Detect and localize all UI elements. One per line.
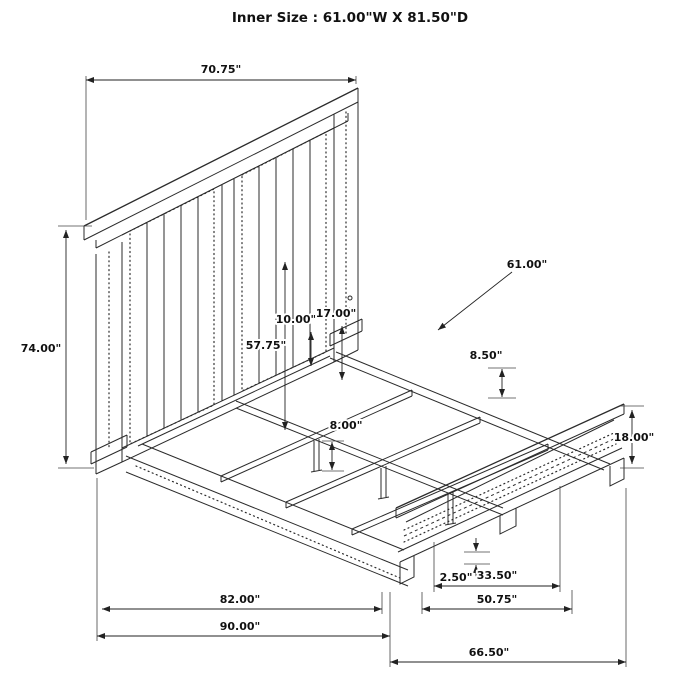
dimension-footboard-section: 50.75" (421, 590, 573, 614)
dim-label-deck-height-b: 17.00" (316, 307, 357, 320)
dim-label-deck-height-a: 10.00" (276, 313, 317, 326)
dimension-overall-width: 66.50" (390, 488, 627, 667)
dimension-inner-width: 61.00" (437, 256, 549, 331)
dimension-leg-height: 8.00" (322, 417, 364, 472)
dim-label-panel-height: 57.75" (246, 339, 287, 352)
dim-label-footboard-section: 50.75" (477, 593, 518, 606)
dim-label-foot-trim: 2.50" (440, 571, 473, 584)
dim-label-footboard-height: 18.00" (614, 431, 655, 444)
headboard-left-post (90, 242, 128, 475)
dimension-headboard-height: 74.00" (19, 225, 94, 469)
dimension-rail-length: 82.00" (96, 478, 383, 641)
dimension-footboard-panel: 33.50" (433, 486, 561, 592)
dim-label-footboard-panel: 33.50" (477, 569, 518, 582)
slat (285, 416, 481, 509)
footboard (395, 403, 625, 585)
dim-label-headboard-height: 74.00" (21, 342, 62, 355)
dimension-slat-gap: 8.50" (468, 347, 516, 399)
footboard-left-foot (399, 556, 415, 585)
page-title: Inner Size : 61.00"W X 81.50"D (232, 10, 468, 26)
rail-bolt-icon (347, 295, 353, 301)
dimension-deck-height-a: 10.00" (274, 311, 318, 366)
rail-bolt-icon (347, 307, 353, 313)
dimension-headboard-width: 70.75" (85, 61, 357, 220)
dim-label-overall-width: 66.50" (469, 646, 510, 659)
dimension-panel-height: 57.75" (244, 262, 288, 430)
slat (351, 443, 549, 536)
headboard-panel-right (241, 131, 327, 392)
slat-leg (377, 466, 390, 500)
dim-label-slat-gap: 8.50" (470, 349, 503, 362)
slat-system (220, 389, 549, 536)
headboard-panel-left (129, 188, 215, 445)
dim-label-headboard-width: 70.75" (201, 63, 242, 76)
slat-leg (444, 492, 457, 526)
footboard-center-foot (499, 508, 517, 535)
dimension-footboard-height: 18.00" (612, 405, 656, 469)
dimension-overall-length: 90.00" (97, 592, 391, 667)
slat (220, 389, 413, 483)
dim-label-overall-length: 90.00" (220, 620, 261, 633)
dim-label-rail-length: 82.00" (220, 593, 261, 606)
headboard (83, 87, 363, 475)
footboard-right-foot (609, 458, 625, 487)
dim-label-inner-width: 61.00" (507, 258, 548, 271)
dimension-foot-trim: 2.50" (438, 538, 490, 586)
slat-leg (310, 439, 323, 473)
dim-label-leg-height: 8.00" (330, 419, 363, 432)
headboard-right-post (329, 102, 363, 363)
bed-frame-rails (125, 351, 611, 587)
dimension-deck-height-b: 17.00" (314, 305, 358, 380)
